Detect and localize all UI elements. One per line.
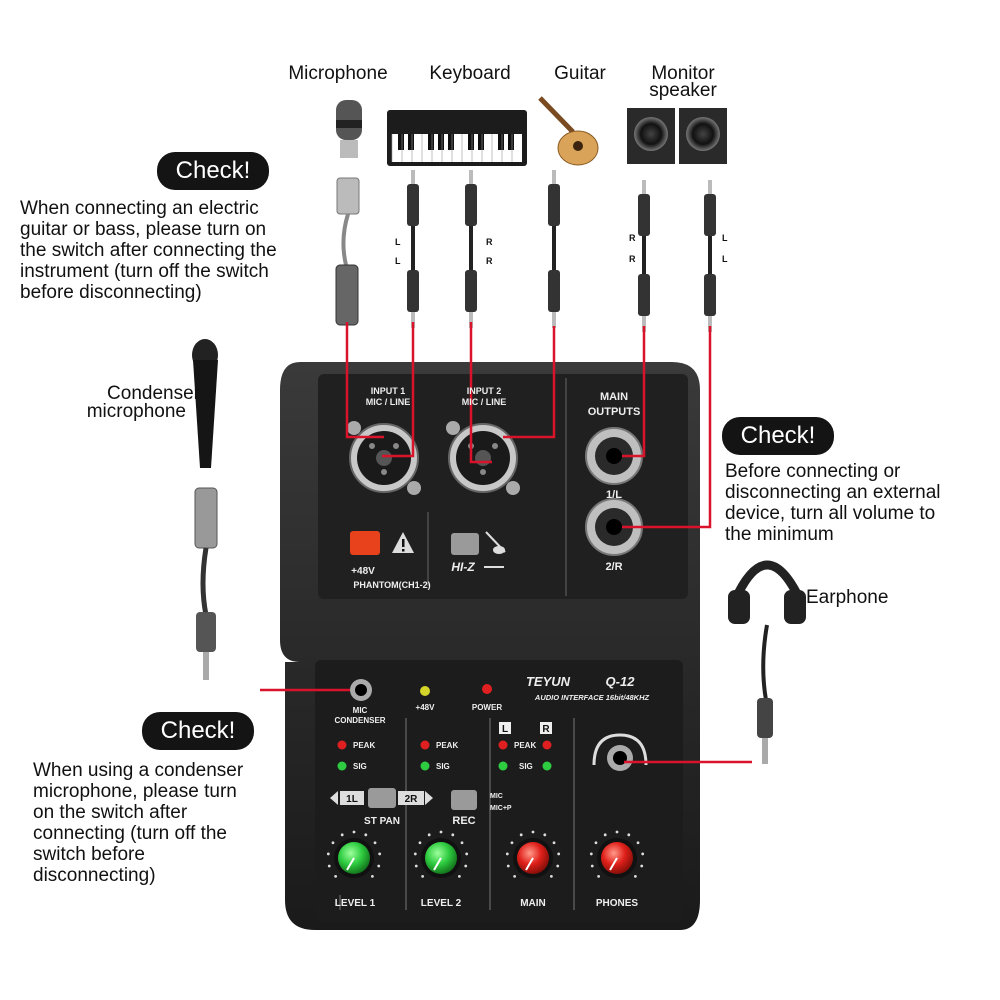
rec-mic-label: MIC bbox=[490, 793, 503, 800]
sig-label-2: SIG bbox=[436, 762, 450, 771]
monitor-right-plug-channel-1: L bbox=[722, 233, 728, 243]
warning-icon bbox=[392, 532, 414, 553]
peak-label-2: PEAK bbox=[436, 741, 458, 750]
phones-jack[interactable] bbox=[592, 733, 648, 771]
guitar-icon bbox=[485, 531, 506, 554]
led-power-label: POWER bbox=[472, 703, 502, 712]
st-pan-1l-label: 1L bbox=[346, 794, 358, 805]
phones-knob-label: PHONES bbox=[596, 898, 639, 909]
microphone-label: Microphone bbox=[288, 63, 388, 84]
mic-condenser-label-2: CONDENSER bbox=[334, 716, 385, 725]
monitor-speakers-image bbox=[627, 108, 727, 164]
st-pan-2r-box bbox=[398, 791, 424, 805]
input-2-sublabel: MIC / LINE bbox=[462, 397, 507, 407]
st-pan-label: ST PAN bbox=[364, 816, 400, 827]
earphone-image bbox=[728, 560, 806, 764]
check-badge-1: Check! bbox=[157, 152, 269, 190]
main-output-right-jack[interactable] bbox=[585, 498, 643, 556]
input-1-label: INPUT 1 bbox=[371, 386, 406, 396]
input-2-label: INPUT 2 bbox=[467, 386, 502, 396]
monitor-left-plug-channel-2: R bbox=[629, 254, 636, 264]
condenser-microphone-image bbox=[192, 339, 218, 680]
guitar-label: Guitar bbox=[554, 63, 606, 84]
st-pan-switch[interactable] bbox=[368, 788, 396, 808]
output-right-label: 2/R bbox=[605, 561, 622, 573]
level-1-knob[interactable] bbox=[326, 830, 382, 878]
hiz-label: HI-Z bbox=[451, 560, 475, 574]
output-left-label: 1/L bbox=[606, 489, 622, 501]
peak-label-1: PEAK bbox=[353, 741, 375, 750]
phantom-48v-button[interactable] bbox=[350, 531, 380, 555]
condenser-label-2: microphone bbox=[86, 401, 186, 422]
st-pan-left-arrow bbox=[330, 791, 338, 805]
main-r-label: R bbox=[542, 724, 550, 735]
condenser-label-1: Condenser bbox=[107, 383, 200, 404]
phantom-label: PHANTOM(CH1-2) bbox=[353, 580, 430, 590]
subtitle-label: AUDIO INTERFACE 16bit/48KHZ bbox=[534, 693, 650, 702]
main-l-label: L bbox=[502, 724, 508, 735]
input-1-sublabel: MIC / LINE bbox=[366, 397, 411, 407]
model-label: Q-12 bbox=[606, 674, 636, 689]
rec-label: REC bbox=[452, 815, 475, 827]
xlr-cable-mic bbox=[335, 177, 360, 326]
monitor-right-plug-channel-2: L bbox=[722, 254, 728, 264]
input-2-combo-jack[interactable] bbox=[446, 421, 520, 495]
phones-knob[interactable] bbox=[589, 830, 645, 878]
keyboard-plug-channel-1: R bbox=[486, 237, 493, 247]
led-48v-label: +48V bbox=[416, 703, 436, 712]
monitor-speaker-label-2: speaker bbox=[649, 80, 717, 101]
monitor-left-plug-channel-1: R bbox=[629, 233, 636, 243]
brand-label: TEYUN bbox=[526, 674, 571, 689]
keyboard-image bbox=[387, 110, 527, 166]
sig-label-main: SIG bbox=[519, 762, 533, 771]
panel-dividers bbox=[339, 718, 575, 910]
check-note-1: When connecting an electric guitar or ba… bbox=[20, 198, 277, 303]
guitar-image bbox=[538, 96, 599, 166]
sig-label-1: SIG bbox=[353, 762, 367, 771]
mic-condenser-jack[interactable] bbox=[350, 679, 372, 701]
led-48v bbox=[420, 686, 430, 696]
studio-microphone-image bbox=[336, 100, 362, 158]
main-outputs-label-2: OUTPUTS bbox=[588, 406, 641, 418]
level-2-knob[interactable] bbox=[413, 830, 469, 878]
check-badge-3: Check! bbox=[142, 712, 254, 750]
level-1-label: LEVEL 1 bbox=[335, 898, 376, 909]
main-knob[interactable] bbox=[505, 830, 561, 878]
st-pan-right-arrow bbox=[425, 791, 433, 805]
main-knob-label: MAIN bbox=[520, 898, 546, 909]
main-outputs-label-1: MAIN bbox=[600, 391, 628, 403]
check-note-3: When using a condenser microphone, pleas… bbox=[33, 760, 244, 886]
monitor-speaker-label-1: Monitor bbox=[651, 63, 715, 84]
check-note-2: Before connecting or disconnecting an ex… bbox=[725, 461, 941, 545]
check-badge-2: Check! bbox=[722, 417, 834, 455]
jack-cables bbox=[407, 170, 716, 332]
st-pan-2r-label: 2R bbox=[405, 794, 419, 805]
mic-condenser-label-1: MIC bbox=[353, 706, 368, 715]
mic-plug-channel-2: L bbox=[395, 256, 401, 266]
keyboard-label: Keyboard bbox=[429, 63, 511, 84]
peak-label-main: PEAK bbox=[514, 741, 536, 750]
earphone-label: Earphone bbox=[806, 587, 889, 608]
rec-micp-label: MIC+P bbox=[490, 805, 512, 812]
connection-lines bbox=[260, 322, 752, 764]
input-1-combo-jack[interactable] bbox=[347, 421, 421, 495]
hiz-button[interactable] bbox=[451, 533, 479, 555]
led-power bbox=[482, 684, 492, 694]
meter-leds bbox=[337, 740, 552, 771]
rec-switch[interactable] bbox=[451, 790, 477, 810]
st-pan-1l-box bbox=[340, 791, 364, 805]
phantom-48v-label: +48V bbox=[351, 566, 375, 577]
level-2-label: LEVEL 2 bbox=[421, 898, 462, 909]
mic-plug-channel-1: L bbox=[395, 237, 401, 247]
keyboard-plug-channel-2: R bbox=[486, 256, 493, 266]
